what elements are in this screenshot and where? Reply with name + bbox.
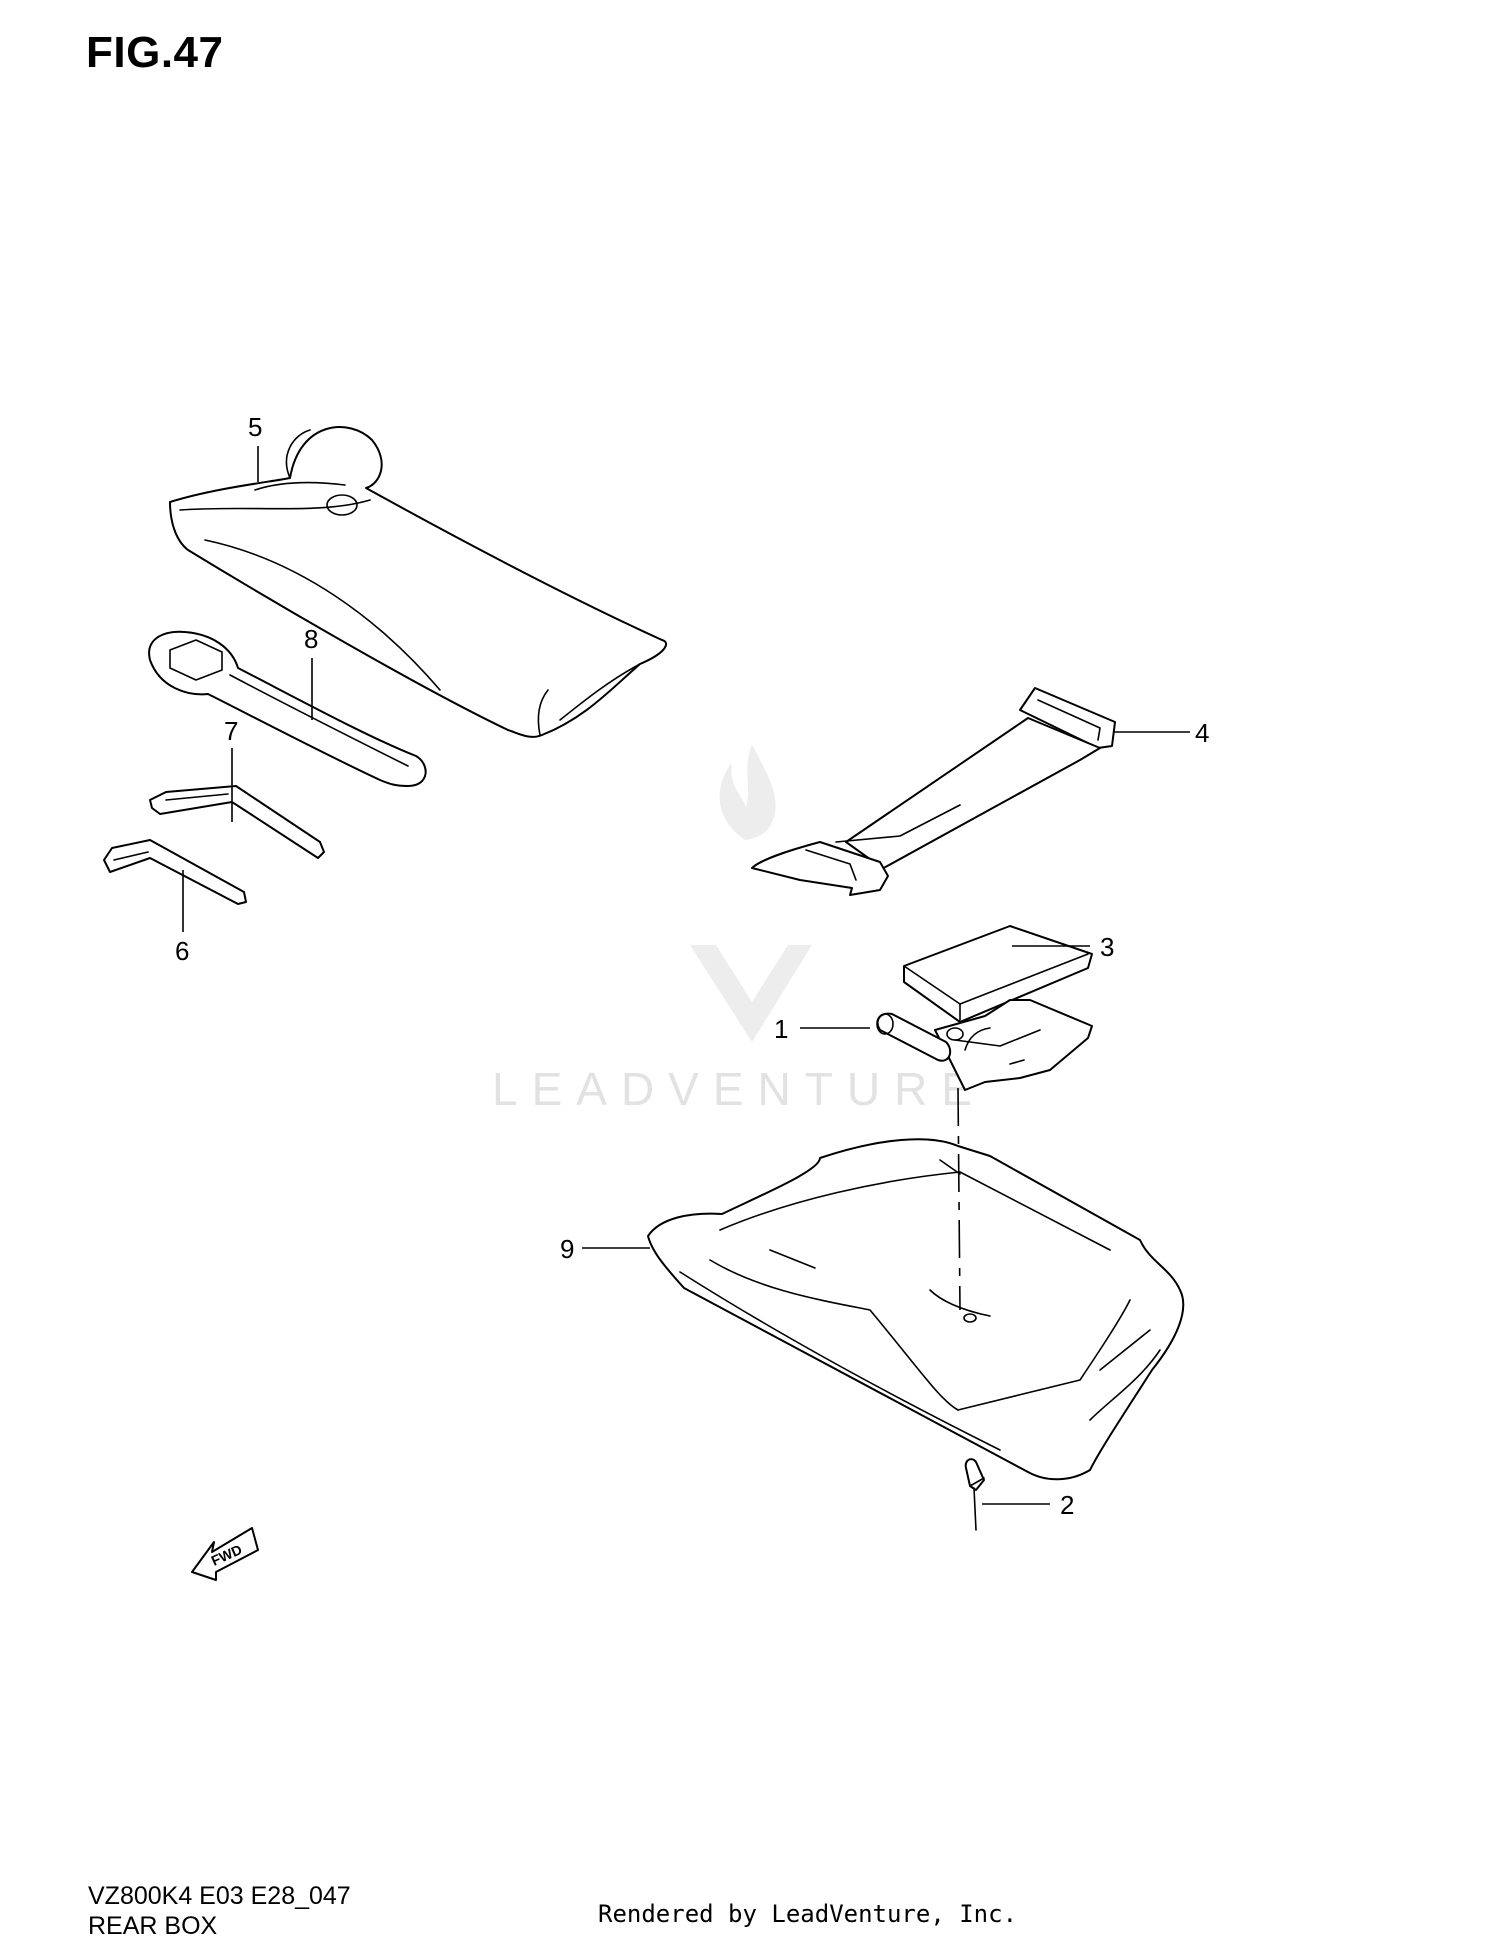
callout-3: 3	[1100, 932, 1114, 962]
figure-title: FIG.47	[86, 28, 224, 77]
diagram-name: REAR BOX	[88, 1912, 218, 1940]
callout-8: 8	[304, 624, 318, 654]
callout-6: 6	[175, 936, 189, 966]
part-4-strap[interactable]	[751, 687, 1116, 896]
callout-9: 9	[560, 1234, 574, 1264]
watermark-v-icon	[690, 945, 812, 1042]
callout-7: 7	[224, 716, 238, 746]
callout-5: 5	[248, 412, 262, 442]
part-5-tool-bag[interactable]	[169, 426, 667, 738]
part-7-hex-key[interactable]	[149, 785, 325, 859]
callout-1: 1	[774, 1014, 788, 1044]
part-6-hex-key[interactable]	[103, 839, 247, 905]
part-8-wrench[interactable]	[148, 630, 427, 787]
part-9-tray[interactable]	[647, 1138, 1185, 1481]
part-1-bracket[interactable]	[876, 999, 1093, 1091]
part-3-pad[interactable]	[903, 925, 1093, 1023]
watermark-flame-icon	[719, 745, 776, 840]
diagram-code: VZ800K4 E03 E28_047	[88, 1882, 351, 1910]
callout-2: 2	[1060, 1490, 1074, 1520]
watermark: LEADVENTURE	[492, 745, 986, 1115]
callout-4: 4	[1195, 718, 1209, 748]
render-credit: Rendered by LeadVenture, Inc.	[598, 1900, 1018, 1928]
watermark-text: LEADVENTURE	[492, 1063, 986, 1115]
part-2-pin[interactable]	[964, 1458, 985, 1531]
fwd-arrow-icon: FWD	[191, 1527, 259, 1581]
assembly-line	[957, 1087, 961, 1311]
